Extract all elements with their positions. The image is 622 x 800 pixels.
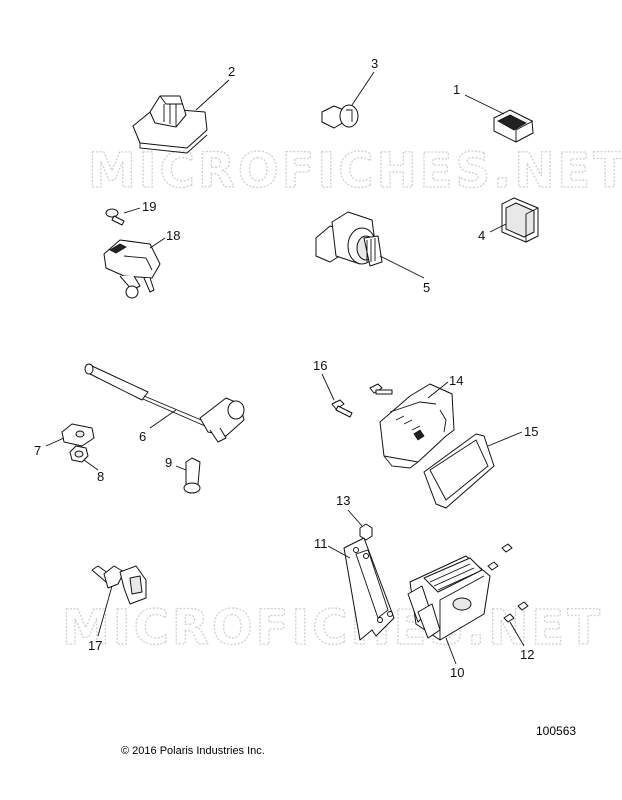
leader-5 [379, 255, 425, 279]
callout-15: 15 [524, 424, 538, 439]
copyright-notice: © 2016 Polaris Industries Inc. [121, 745, 265, 757]
diagram-number: 100563 [536, 724, 577, 738]
callout-4: 4 [478, 228, 485, 243]
part-6-speed-sensor [84, 363, 245, 443]
callout-16: 16 [313, 358, 327, 373]
part-5-ignition-switch [315, 211, 383, 267]
part-8-nut [69, 445, 89, 463]
leader-7 [45, 437, 65, 447]
callout-12: 12 [520, 647, 534, 662]
part-18-sensor [103, 239, 161, 299]
leader-16 [321, 373, 335, 401]
part-14-housing [379, 383, 455, 469]
leader-4 [489, 223, 507, 233]
callout-7: 7 [34, 443, 41, 458]
part-19-bolt [105, 208, 125, 226]
leader-9 [175, 465, 187, 471]
part-7-clip [61, 423, 95, 447]
part-2-connector [132, 95, 208, 154]
leader-6 [149, 409, 177, 429]
leader-1 [464, 94, 505, 115]
part-10-ecu [407, 555, 491, 641]
part-13-nut [359, 523, 373, 541]
part-11-bracket [343, 537, 395, 641]
callout-18: 18 [166, 228, 180, 243]
callout-8: 8 [97, 469, 104, 484]
leader-11 [327, 545, 351, 559]
part-1-switch [493, 109, 534, 143]
callout-13: 13 [336, 493, 350, 508]
leader-3 [351, 71, 375, 106]
part-3-fastener [321, 104, 359, 129]
callout-11: 11 [314, 536, 328, 551]
callout-10: 10 [450, 665, 464, 680]
part-16-screw [331, 383, 393, 418]
part-17-temp-sensor [91, 565, 147, 605]
part-4-switch-cover [501, 197, 539, 243]
callout-9: 9 [165, 455, 172, 470]
leader-14 [427, 381, 449, 399]
part-15-gasket [423, 433, 495, 509]
part-9-bolt [183, 457, 201, 494]
leader-19 [123, 207, 141, 214]
callout-5: 5 [423, 280, 430, 295]
callout-1: 1 [453, 82, 460, 97]
callout-2: 2 [228, 64, 235, 79]
leader-10 [445, 637, 457, 665]
leader-17 [97, 585, 113, 637]
part-12-screws [487, 543, 529, 623]
leader-15 [487, 431, 523, 447]
leader-8 [83, 459, 99, 471]
watermark-bottom: MICROFICHES.NET [62, 600, 603, 656]
callout-19: 19 [142, 199, 156, 214]
callout-17: 17 [88, 638, 102, 653]
leader-2 [195, 79, 230, 111]
callout-14: 14 [449, 373, 463, 388]
leader-18 [149, 237, 166, 249]
leader-12 [509, 621, 525, 647]
leader-13 [347, 509, 363, 527]
callout-3: 3 [371, 56, 378, 71]
callout-6: 6 [139, 429, 146, 444]
